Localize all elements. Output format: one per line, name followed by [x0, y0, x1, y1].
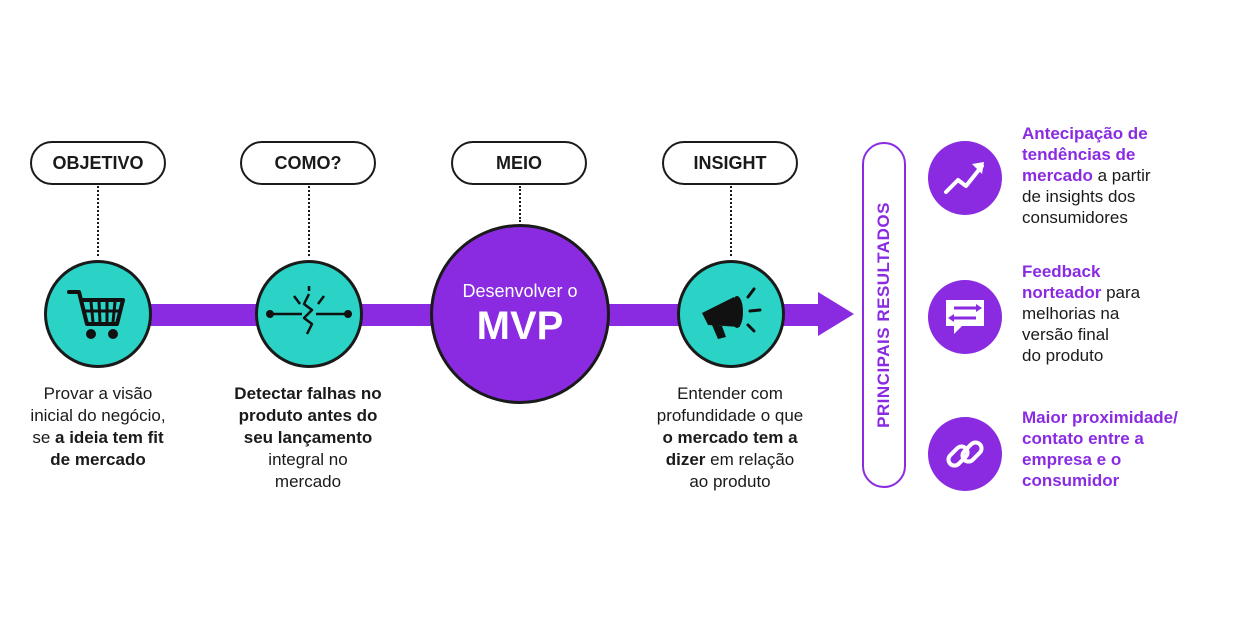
- results-vertical-pill: [862, 142, 906, 488]
- step-insight-description: Entender com profundidade o que o mercad…: [656, 384, 804, 491]
- label-objetivo: OBJETIVO: [30, 141, 166, 185]
- result-1-circle: [928, 141, 1002, 215]
- label-meio: MEIO: [451, 141, 587, 185]
- results-heading: PRINCIPAIS RESULTADOS: [874, 202, 893, 428]
- shopping-cart-icon: [67, 290, 125, 339]
- mvp-circle: Desenvolver o MVP: [430, 224, 610, 404]
- step-objetivo-circle: [44, 260, 152, 368]
- result-2-circle: [928, 280, 1002, 354]
- connector-como: [308, 186, 310, 256]
- step-objetivo-description: Provar a visão inicial do negócio, se a …: [30, 384, 166, 469]
- result-3-text: Maior proximidade/ contato entre a empre…: [1022, 408, 1178, 490]
- label-insight: INSIGHT: [662, 141, 798, 185]
- result-1-text: Antecipação de tendências de mercado a p…: [1022, 124, 1151, 227]
- timeline-arrowhead: [818, 292, 854, 336]
- megaphone-icon: [702, 287, 762, 339]
- feedback-icon: [946, 300, 984, 334]
- result-2-text: Feedback norteador para melhorias na ver…: [1022, 262, 1141, 365]
- step-como-circle: [255, 260, 363, 368]
- connector-insight: [730, 186, 732, 256]
- label-como: COMO?: [240, 141, 376, 185]
- mvp-title: MVP: [476, 303, 564, 348]
- step-como-description: Detectar falhas no produto antes do seu …: [234, 384, 382, 491]
- step-insight-circle: [677, 260, 785, 368]
- link-icon: [946, 440, 984, 468]
- trend-up-icon: [944, 162, 984, 194]
- connector-objetivo: [97, 186, 99, 256]
- crack-detect-icon: [266, 286, 352, 335]
- mvp-subtitle: Desenvolver o: [462, 280, 578, 301]
- result-3-circle: [928, 417, 1002, 491]
- connector-meio: [519, 186, 521, 222]
